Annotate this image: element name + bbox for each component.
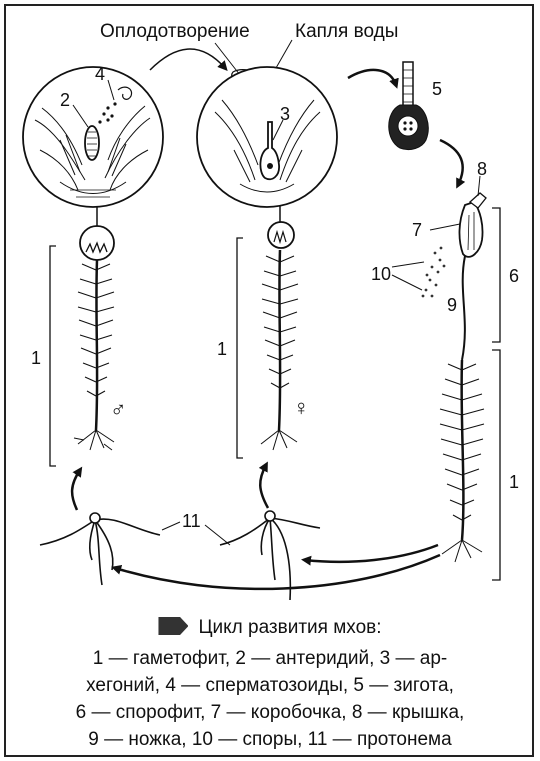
moss-life-cycle-diagram: Оплодотворение Капля воды (0, 0, 540, 610)
label-1-middle: 1 (217, 339, 227, 359)
caption-title: Цикл развития мхов: (10, 614, 530, 641)
arrow-spores-to-protonema-left (115, 555, 440, 589)
female-symbol: ♀ (293, 395, 310, 420)
leader-10a (392, 262, 424, 267)
archegonium-magnified-circle (197, 67, 337, 207)
label-1-left: 1 (31, 348, 41, 368)
arrow-to-sporophyte (440, 140, 463, 185)
label-fertilization: Оплодотворение (100, 21, 250, 42)
right-gametophyte (440, 360, 484, 562)
sporophyte-capsule (459, 193, 486, 257)
label-6: 6 (509, 266, 519, 286)
male-symbol: ♂ (110, 397, 127, 422)
caption-line: 9 — ножка, 10 — споры, 11 — протонема (10, 726, 530, 753)
caption-line: 6 — спорофит, 7 — коробочка, 8 — крышка, (10, 699, 530, 726)
bracket-sporophyte (492, 208, 500, 342)
spores-cloud (422, 247, 446, 298)
leader-7 (430, 224, 460, 230)
caption-line: хегоний, 4 — сперматозоиды, 5 — зигота, (10, 672, 530, 699)
arrow-to-zygote (348, 70, 396, 85)
zygote-illustration (389, 62, 428, 150)
arrow-protonema-to-male (72, 470, 80, 510)
label-2: 2 (60, 90, 70, 110)
label-3: 3 (280, 104, 290, 124)
caption-marker-icon (158, 617, 188, 635)
caption-legend: 1 — гаметофит, 2 — антеридий, 3 — ар- хе… (10, 645, 530, 753)
caption-title-text: Цикл развития мхов: (198, 617, 381, 638)
label-8: 8 (477, 159, 487, 179)
seta (462, 256, 465, 360)
label-9: 9 (447, 295, 457, 315)
label-11: 11 (182, 511, 201, 531)
label-water-drop: Капля воды (295, 21, 398, 42)
bracket-middle-gametophyte (237, 238, 243, 458)
caption-line: 1 — гаметофит, 2 — антеридий, 3 — ар- (10, 645, 530, 672)
fertilization-arrow (150, 49, 225, 70)
leader-11a (162, 522, 180, 530)
label-10: 10 (371, 264, 391, 284)
label-1-right: 1 (509, 472, 519, 492)
leader-10b (392, 275, 422, 290)
label-5: 5 (432, 79, 442, 99)
bracket-right-gametophyte (492, 350, 500, 580)
bracket-left-gametophyte (50, 246, 56, 466)
antheridium-magnified-circle (23, 67, 163, 207)
label-4: 4 (95, 64, 105, 84)
arrow-protonema-to-female (260, 465, 268, 508)
arrow-spores-to-protonema-right (305, 545, 438, 562)
label-7: 7 (412, 220, 422, 240)
leader-11b (205, 525, 230, 545)
male-gametophyte (74, 206, 114, 450)
